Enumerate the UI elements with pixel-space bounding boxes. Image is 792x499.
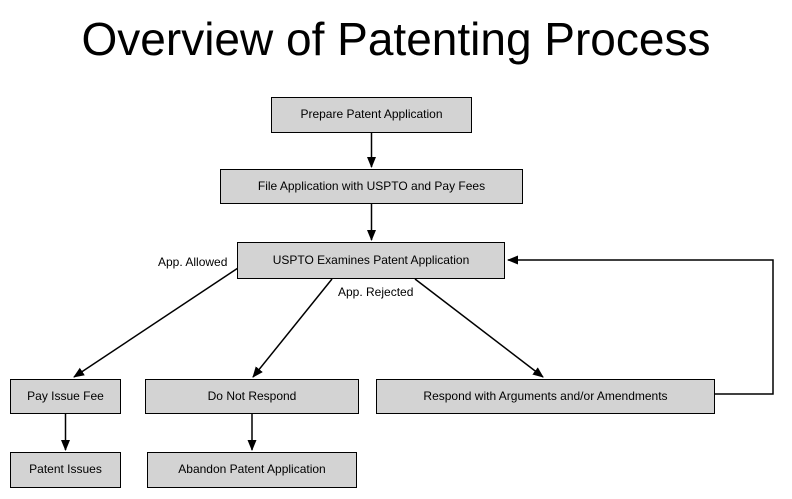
node-abandon-patent-application: Abandon Patent Application [147,452,357,488]
edge-label-app-allowed: App. Allowed [158,255,228,269]
edge-respond-back-to-examine [507,255,774,395]
node-patent-issues: Patent Issues [10,452,121,488]
edge-examine-to-no-respond [252,278,333,378]
edge-examine-to-pay-fee [73,267,239,378]
node-pay-issue-fee: Pay Issue Fee [10,379,121,414]
node-do-not-respond: Do Not Respond [145,379,359,414]
edge-examine-to-respond [414,278,544,378]
diagram-title: Overview of Patenting Process [81,13,711,65]
node-respond-with-arguments: Respond with Arguments and/or Amendments [376,379,715,414]
edge-label-app-rejected: App. Rejected [338,285,414,299]
node-file-application-with-uspto: File Application with USPTO and Pay Fees [220,169,523,204]
node-prepare-patent-application: Prepare Patent Application [271,97,472,133]
node-uspto-examines-application: USPTO Examines Patent Application [237,242,505,279]
